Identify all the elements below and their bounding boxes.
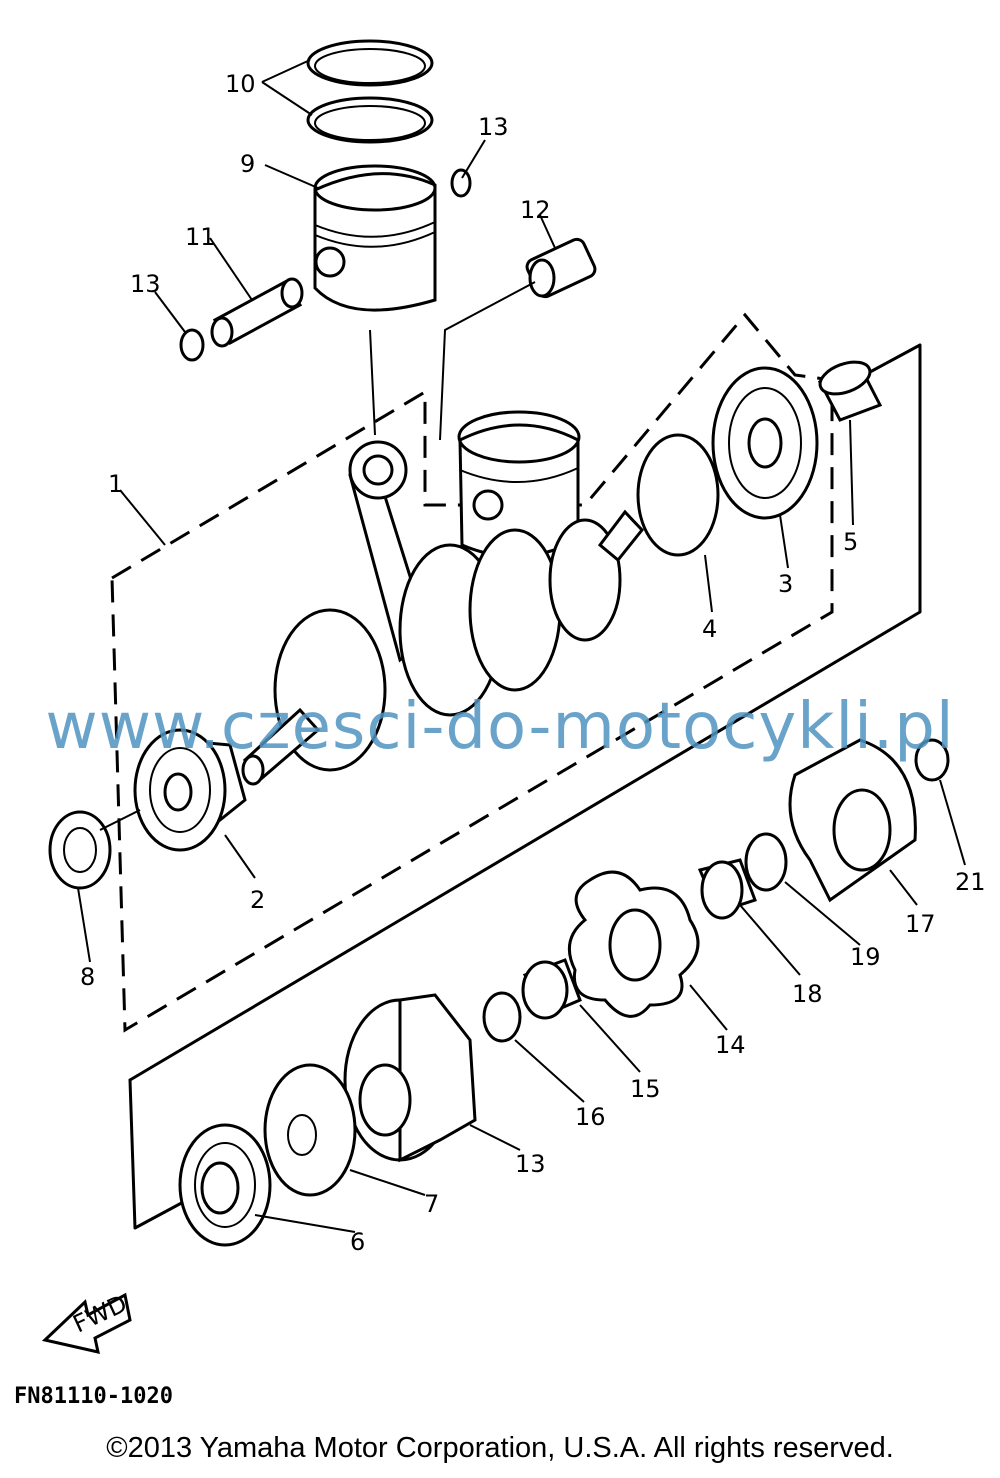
crank-bearing-left xyxy=(133,728,247,852)
callout-numbers: 10 9 11 13 13 12 1 3 5 4 2 8 21 17 19 18… xyxy=(80,70,986,1256)
coupling-collar xyxy=(521,958,582,1020)
callout-13-right: 13 xyxy=(478,113,509,141)
crank-bearing-right xyxy=(711,366,819,520)
callout-leaders xyxy=(77,59,966,1233)
drawing-code: FN81110-1020 xyxy=(14,1384,173,1409)
callout-16: 15 xyxy=(630,1075,661,1103)
callout-17: 16 xyxy=(575,1103,606,1131)
piston-pin-circlips xyxy=(179,168,472,362)
callout-19: 18 xyxy=(792,980,823,1008)
crankshaft-assembly-boundary xyxy=(110,312,834,1033)
callout-6: 6 xyxy=(350,1228,365,1256)
collar-o-ring xyxy=(482,991,522,1043)
crankshaft xyxy=(241,410,644,786)
coupling-o-ring xyxy=(744,832,788,892)
callout-5: 5 xyxy=(843,528,858,556)
callout-2: 2 xyxy=(250,886,265,914)
leader-pin-to-rod xyxy=(369,329,376,436)
coupling-washer xyxy=(914,738,950,782)
oil-seal-front xyxy=(178,1123,272,1247)
coupling-plug xyxy=(697,858,757,920)
callout-3: 3 xyxy=(778,570,793,598)
callout-13-left: 13 xyxy=(130,270,161,298)
callout-12: 12 xyxy=(520,196,551,224)
callout-11: 11 xyxy=(185,223,216,251)
callout-10: 10 xyxy=(225,70,256,98)
callout-15: 14 xyxy=(715,1031,746,1059)
callout-8: 8 xyxy=(80,963,95,991)
callout-21: 21 xyxy=(955,868,986,896)
crank-snap-ring xyxy=(636,433,720,557)
small-end-bearing xyxy=(525,237,597,299)
piston xyxy=(313,164,437,312)
coupling-half-outer xyxy=(788,738,917,903)
piston-pin xyxy=(210,277,304,348)
callout-14: 13 xyxy=(515,1150,546,1178)
copyright-notice: ©2013 Yamaha Motor Corporation, U.S.A. A… xyxy=(106,1432,894,1464)
coupling-half-inner xyxy=(343,993,477,1163)
callout-20: 19 xyxy=(850,943,881,971)
oil-seal-left xyxy=(48,810,112,890)
coupling-plate xyxy=(263,1063,357,1197)
forward-arrow-icon: FWD xyxy=(41,1289,132,1354)
callout-9: 9 xyxy=(240,150,255,178)
crank-collar xyxy=(817,360,883,422)
leader-bearing-to-rod xyxy=(439,281,536,441)
group-boundary-upper xyxy=(128,343,922,1082)
coupling-damper xyxy=(567,870,700,1018)
callout-7: 7 xyxy=(424,1190,439,1218)
piston-rings xyxy=(306,39,434,144)
callout-18: 17 xyxy=(905,910,936,938)
watermark: www.czesci-do-motocykli.pl xyxy=(45,690,955,764)
callout-1: 1 xyxy=(108,470,123,498)
callout-4: 4 xyxy=(702,615,717,643)
